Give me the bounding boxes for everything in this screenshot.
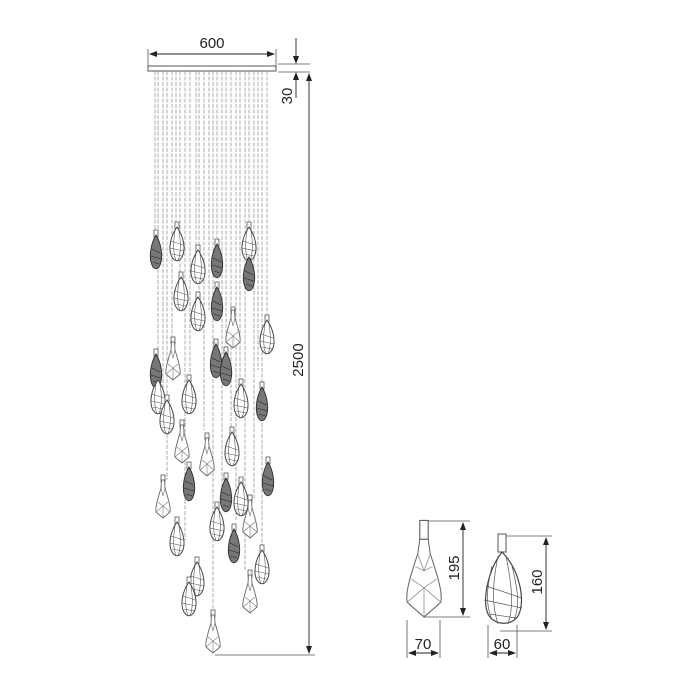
- width-label: 600: [199, 35, 224, 52]
- detail-crystal-shade: [406, 519, 442, 618]
- canopy-height-dimension: [278, 38, 310, 98]
- detail-crystal-dimensions: [406, 520, 470, 658]
- detail-teardrop-dimensions: [487, 535, 552, 658]
- teardrop-width-label: 60: [494, 636, 511, 653]
- total-height-dimension: [215, 73, 315, 656]
- pendant-shades: [149, 221, 275, 654]
- total-height-label: 2500: [290, 343, 307, 376]
- teardrop-height-label: 160: [529, 569, 546, 594]
- width-dimension: [147, 49, 277, 66]
- canopy: [147, 65, 277, 72]
- detail-teardrop-shade: [483, 533, 523, 625]
- crystal-height-label: 195: [446, 555, 463, 580]
- crystal-width-label: 70: [415, 636, 432, 653]
- canopy-height-label: 30: [279, 88, 296, 105]
